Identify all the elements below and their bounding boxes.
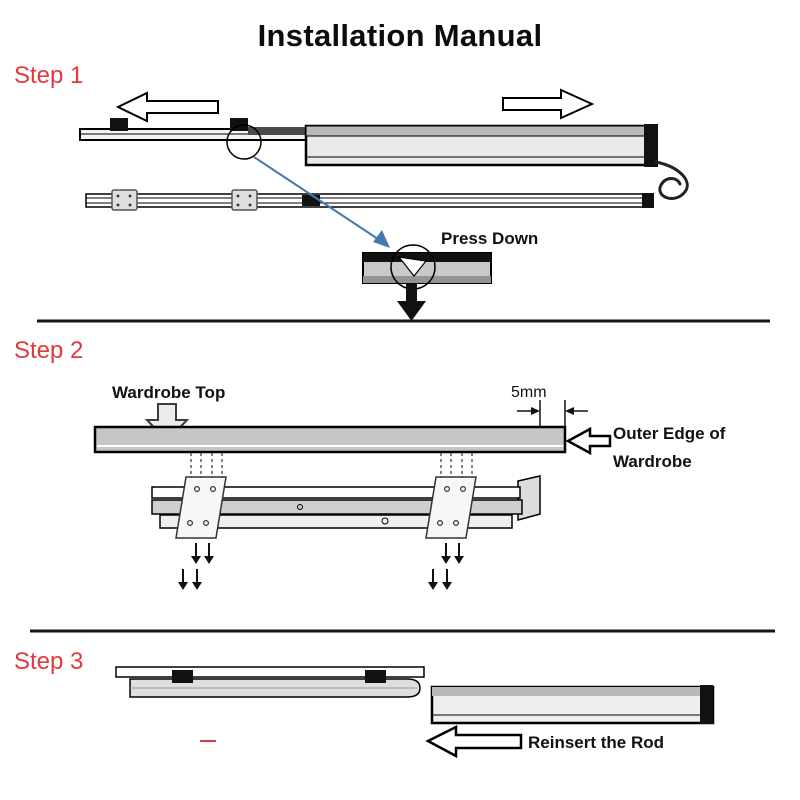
step3-clip-right — [365, 670, 386, 683]
lower-rail — [85, 193, 649, 208]
rail-hole-2 — [297, 504, 303, 510]
slide-right-arrow-icon — [502, 88, 595, 120]
latch-wedge — [397, 256, 428, 277]
press-down-arrow-head-icon — [397, 301, 426, 321]
outer-edge-label-line1: Outer Edge of — [613, 424, 726, 443]
rail-mid-bar — [151, 499, 523, 515]
page-title: Installation Manual — [257, 18, 543, 53]
lower-rail-connector — [302, 195, 320, 206]
screw-down-arrows — [178, 543, 464, 590]
detail-bar-bottom-band — [363, 276, 491, 283]
mounting-plate-left — [175, 476, 227, 539]
plate-screw-holes — [187, 486, 467, 526]
mounting-plate-right — [425, 476, 477, 539]
step3-diagram — [115, 666, 715, 759]
gap-dimension — [517, 400, 588, 426]
rod-housing-top-band — [305, 125, 657, 137]
wardrobe-top-panel — [93, 425, 567, 454]
press-down-detail — [362, 244, 492, 321]
step1-diagram — [79, 88, 689, 321]
rail-clip-left — [110, 118, 128, 131]
slide-left-arrow-icon — [115, 91, 219, 123]
gap-dimension-label: 5mm — [511, 384, 547, 401]
wardrobe-top-label: Wardrobe Top — [112, 383, 226, 402]
rod-end-cap — [644, 124, 658, 167]
pull-cord-loop — [654, 160, 689, 200]
step3-label: Step 3 — [14, 648, 84, 675]
rail-bottom-bar — [159, 514, 513, 529]
step3-clip-left — [172, 670, 193, 683]
step1-label: Step 1 — [14, 62, 84, 89]
step2-diagram — [93, 400, 612, 590]
press-down-label: Press Down — [441, 229, 539, 248]
reinsert-arrow-icon — [425, 724, 523, 759]
step3-rod-top-band — [432, 687, 713, 696]
detail-bar-top-band — [363, 253, 491, 262]
reinsert-rod-label: Reinsert the Rod — [528, 733, 665, 752]
rail-hole-1 — [381, 517, 389, 525]
rail-top-bar — [151, 486, 521, 499]
lower-rail-end-cap — [642, 193, 654, 208]
outer-edge-arrow-icon — [565, 426, 612, 456]
mount-bracket-left — [111, 189, 138, 211]
mount-bracket-right — [231, 189, 258, 211]
press-down-arrow-shaft — [406, 283, 417, 302]
detail-highlight-circle — [226, 124, 262, 160]
outer-edge-label-line2: Wardrobe — [613, 452, 692, 471]
step2-label: Step 2 — [14, 337, 84, 364]
detail-leader-arrowhead-icon — [373, 230, 390, 248]
detail-leader-arrow — [253, 156, 382, 242]
rail-assembly — [151, 453, 541, 590]
step3-rod-end-cap — [700, 685, 713, 724]
inner-rod-overlap — [248, 127, 312, 135]
alignment-dashed-lines — [190, 453, 473, 478]
step3-top-rail — [115, 666, 425, 678]
bracket-screw-dots — [116, 194, 252, 207]
